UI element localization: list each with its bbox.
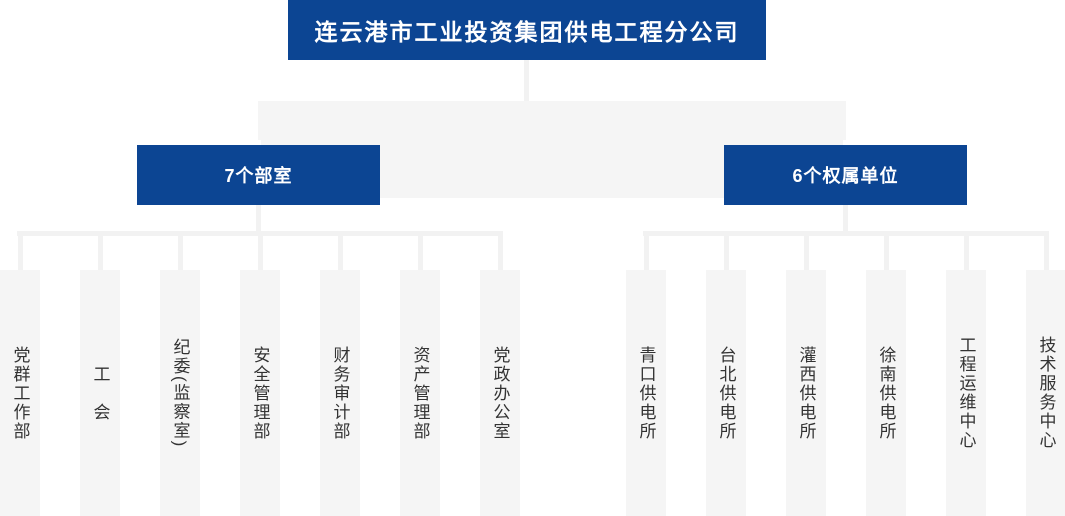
org-leaf-node: 台北供电所 <box>706 236 746 516</box>
connector-leaf-stub <box>803 236 809 270</box>
org-leaf-node: 灌西供电所 <box>786 236 826 516</box>
org-leaf-node: 工 会 <box>80 236 120 516</box>
connector-leaf-stub <box>177 236 183 270</box>
org-root-node: 连云港市工业投资集团供电工程分公司 <box>288 0 766 60</box>
org-leaf-label: 纪委(监察室) <box>170 337 190 449</box>
connector-leaf-stub <box>883 236 889 270</box>
org-leaf-node: 财务审计部 <box>320 236 360 516</box>
org-leaf-label: 工 会 <box>90 364 110 422</box>
connector-tick-units <box>843 140 848 145</box>
connector-leaf-stub <box>97 236 103 270</box>
connector-leaf-stub <box>963 236 969 270</box>
connector-departments-rail <box>17 231 503 236</box>
org-leaf-node: 工程运维中心 <box>946 236 986 516</box>
org-leaf-label: 党群工作部 <box>10 345 30 441</box>
connector-leaf-stub <box>417 236 423 270</box>
org-leaf-label: 党政办公室 <box>490 345 510 441</box>
org-root-label: 连云港市工业投资集团供电工程分公司 <box>314 19 740 45</box>
connector-root-stub <box>524 60 529 102</box>
org-leaf-label: 灌西供电所 <box>796 345 816 441</box>
connector-leaf-stub <box>17 236 23 270</box>
org-leaf-label: 技术服务中心 <box>1036 336 1056 450</box>
org-leaf-node: 资产管理部 <box>400 236 440 516</box>
org-leaf-node: 党政办公室 <box>480 236 520 516</box>
connector-tick-departments <box>256 140 261 145</box>
group-node-units: 6个权属单位 <box>724 145 967 205</box>
org-leaf-node: 党群工作部 <box>0 236 40 516</box>
org-leaf-node: 青口供电所 <box>626 236 666 516</box>
connector-leaf-stub <box>1043 236 1049 270</box>
unit-list: 青口供电所 台北供电所 灌西供电所 徐南供电所 工程运维中心 技术服务中心 <box>626 236 1065 516</box>
connector-units-stub <box>843 205 848 232</box>
org-leaf-label: 财务审计部 <box>330 345 350 441</box>
org-leaf-node: 技术服务中心 <box>1026 236 1065 516</box>
group-label-departments: 7个部室 <box>224 166 293 186</box>
connector-leaf-stub <box>257 236 263 270</box>
department-list: 党群工作部 工 会 纪委(监察室) 安全管理部 财务审计部 资产管理部 党政办公室 <box>0 236 520 516</box>
org-leaf-label: 资产管理部 <box>410 345 430 441</box>
org-leaf-node: 纪委(监察室) <box>160 236 200 516</box>
connector-leaf-stub <box>723 236 729 270</box>
group-label-units: 6个权属单位 <box>792 166 899 186</box>
connector-leaf-stub <box>337 236 343 270</box>
org-leaf-node: 徐南供电所 <box>866 236 906 516</box>
connector-departments-stub <box>256 205 261 232</box>
org-leaf-label: 台北供电所 <box>716 345 736 441</box>
org-leaf-label: 青口供电所 <box>636 345 656 441</box>
org-leaf-label: 徐南供电所 <box>876 345 896 441</box>
connector-units-rail <box>643 231 1049 236</box>
org-leaf-label: 工程运维中心 <box>956 336 976 450</box>
connector-leaf-stub <box>643 236 649 270</box>
org-leaf-node: 安全管理部 <box>240 236 280 516</box>
connector-leaf-stub <box>497 236 503 270</box>
org-leaf-label: 安全管理部 <box>250 345 270 441</box>
group-node-departments: 7个部室 <box>137 145 380 205</box>
